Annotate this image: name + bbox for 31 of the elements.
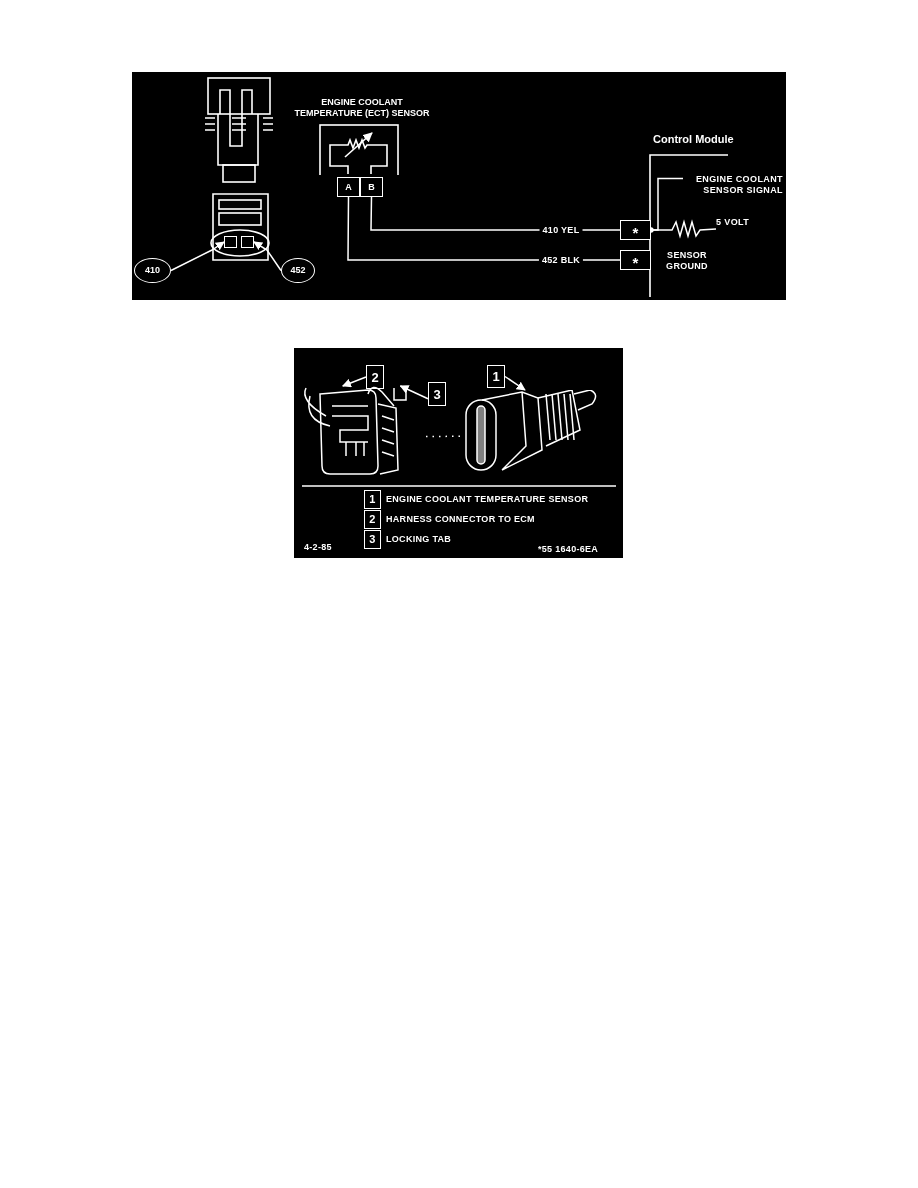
pin-terminal: A — [337, 177, 360, 197]
callout-number: 2 — [366, 365, 384, 389]
key-text: ENGINE COOLANT TEMPERATURE SENSOR — [386, 494, 589, 505]
voltage-label: 5 VOLT — [716, 216, 760, 229]
connector-terminal: * — [620, 220, 651, 240]
key-number: 1 — [364, 490, 381, 509]
key-text: LOCKING TAB — [386, 534, 452, 545]
key-text: HARNESS CONNECTOR TO ECM — [386, 514, 535, 525]
date-code: 4-2-85 — [304, 542, 332, 553]
ground-label: SENSOR GROUND — [665, 250, 709, 272]
key-number: 2 — [364, 510, 381, 529]
arrow — [341, 376, 367, 388]
arrow — [504, 375, 526, 391]
pin-cavity — [224, 236, 237, 248]
module-title: Control Module — [653, 134, 734, 145]
pin-terminal: B — [360, 177, 383, 197]
connector-terminal: * — [620, 250, 651, 270]
callout-number: 1 — [487, 365, 505, 388]
wire — [650, 219, 717, 239]
arrow — [253, 241, 282, 272]
wire-label: 410 YEL — [539, 224, 583, 236]
pin-cavity — [241, 236, 254, 248]
arrow — [399, 385, 429, 400]
callout-number: 3 — [428, 382, 446, 406]
key-number: 3 — [364, 530, 381, 549]
arrow — [170, 241, 225, 272]
wire — [425, 435, 463, 438]
component-label: ENGINE COOLANT TEMPERATURE (ECT) SENSOR — [294, 97, 430, 119]
signal-label: ENGINE COOLANT SENSOR SIGNAL — [683, 172, 783, 198]
wire-label: 452 BLK — [538, 254, 584, 266]
figure-code: *55 1640-6EA — [538, 544, 599, 555]
